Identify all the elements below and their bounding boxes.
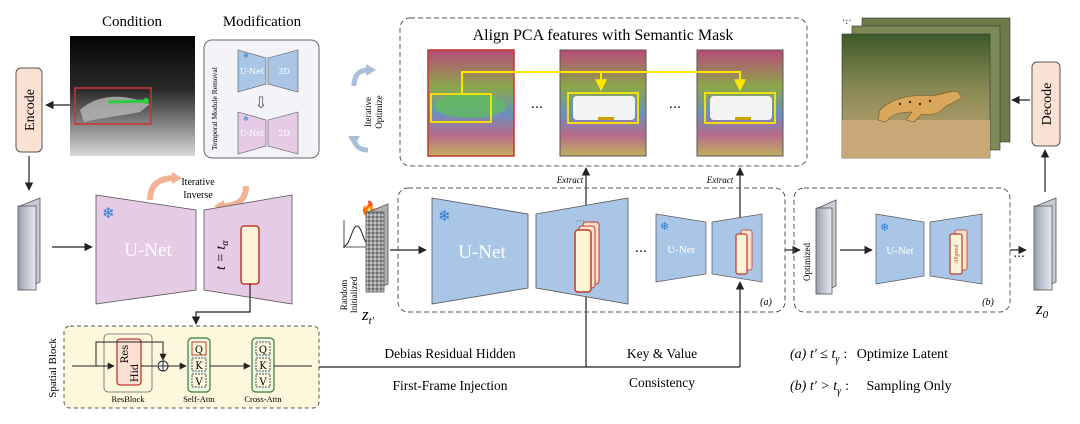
- random-label: Random: [339, 280, 349, 311]
- self-v-label: V: [194, 377, 203, 388]
- condition-latent: [17, 197, 41, 291]
- hidden-feature-slot: [240, 225, 260, 285]
- hid-label: Hid: [130, 363, 141, 382]
- temporal-module-removal-label: Temporal Module Removal: [210, 67, 219, 150]
- snowflake-icon: ❄: [660, 220, 669, 233]
- blue-unet-label: U-Net: [458, 242, 506, 263]
- optimized-label: Optimized: [802, 243, 812, 281]
- z0-label: z0: [1035, 299, 1049, 321]
- pink-unet: ❄ U-Net t = tα: [95, 194, 293, 305]
- cross-v-label: V: [258, 377, 267, 388]
- iterative-optimize-label-2: Optimize: [374, 95, 384, 129]
- iterative-optimize-indicator: Iterative Optimize: [348, 64, 384, 153]
- resblock-label: ResBlock: [111, 394, 145, 404]
- down-arrow-icon: ⇩: [254, 93, 267, 112]
- legend-b: (b) t′ > tγ: Sampling Only: [790, 379, 952, 397]
- iterative-inverse-indicator: Iterative Inverse: [147, 172, 249, 212]
- cross-attn-label: Cross-Attn: [244, 394, 282, 404]
- aligned-label: Aligned: [954, 244, 960, 265]
- mid-dots: ...: [635, 241, 647, 256]
- snowflake-icon: ❄: [880, 221, 889, 234]
- spatial-block-label: Spatial Block: [47, 338, 59, 398]
- align-title: Align PCA features with Semantic Mask: [473, 27, 734, 44]
- legend-a: (a) t′ ≤ tγ: Optimize Latent: [790, 347, 948, 365]
- small-unet-label-b: U-Net: [886, 245, 914, 257]
- iterative-label: Iterative: [181, 177, 215, 188]
- mod-unet-label-top: U-Net: [240, 67, 265, 76]
- decode-box: Decode: [1031, 61, 1061, 147]
- res-label: Res: [120, 345, 131, 364]
- pca-dots-2: ...: [669, 97, 681, 112]
- b-label: (b): [982, 297, 994, 308]
- resblock-outline: [103, 333, 153, 393]
- snowflake-icon: ❄: [438, 207, 451, 225]
- snowflake-icon: ❄: [243, 52, 249, 60]
- decode-label: Decode: [1040, 83, 1055, 126]
- feature-to-block-arrow: [191, 284, 251, 325]
- random-latent: 🔥 Random Initialized zt′: [339, 200, 389, 327]
- condition-title: Condition: [102, 14, 163, 30]
- extracted-feature-stack-2: [735, 233, 748, 275]
- cross-k-label: K: [259, 361, 267, 372]
- mod-2d-label: 2D: [278, 129, 290, 138]
- iterative-optimize-label-1: Iterative: [363, 97, 373, 127]
- z-t-prime-label: zt′: [361, 305, 375, 327]
- small-unet-label-a: U-Net: [667, 244, 695, 256]
- stack-dots-1: ···: [576, 217, 585, 227]
- final-dots: ...: [1013, 246, 1024, 260]
- extracted-feature-stack-1: [574, 229, 592, 293]
- extract-label-1: Extract: [556, 175, 584, 185]
- pink-unet-label: U-Net: [124, 240, 172, 261]
- sampling-box-a: ❄ U-Net ··· ... ❄ U-Net (a): [397, 187, 786, 313]
- aligned-feature: [949, 233, 963, 275]
- key-value-label: Key & Value: [627, 346, 697, 361]
- extract-label-2: Extract: [706, 175, 734, 185]
- mod-3d-label: 3D: [278, 67, 290, 76]
- condition-image: [70, 36, 195, 156]
- z0-latent: z0: [1033, 197, 1057, 321]
- snowflake-icon: ❄: [102, 204, 115, 222]
- encode-label: Encode: [23, 89, 38, 131]
- pca-alignment-panel: Align PCA features with Semantic Mask ..…: [399, 17, 808, 167]
- frames-dots: ·:·: [842, 16, 852, 27]
- initialized-label: Initialized: [349, 276, 359, 313]
- mod-unet-label-bottom: U-Net: [240, 129, 265, 138]
- cheetah-shape: [877, 91, 963, 123]
- inverse-label: Inverse: [183, 190, 213, 201]
- res-hid-box: [116, 338, 142, 386]
- self-q-label: Q: [195, 345, 203, 356]
- snowflake-icon: ❄: [243, 115, 249, 123]
- modification-panel: Temporal Module Removal U-Net 3D ❄ ⇩ U-N…: [203, 39, 320, 159]
- a-label: (a): [760, 297, 772, 308]
- modification-title: Modification: [223, 14, 302, 30]
- cross-q-label: Q: [259, 345, 267, 356]
- self-attn-label: Self-Attn: [183, 394, 215, 404]
- pca-dots-1: ...: [531, 97, 543, 112]
- t-alpha-label: t = tα: [214, 240, 231, 270]
- spatial-block: Spatial Block Res Hid ResBlock Q K V Sel…: [47, 325, 320, 409]
- condition-legend: (a) t′ ≤ tγ: Optimize Latent (b) t′ > tγ…: [790, 347, 952, 397]
- first-frame-label: First-Frame Injection: [392, 378, 507, 393]
- consistency-label: Consistency: [629, 375, 695, 390]
- sampling-box-b: Optimized ❄ U-Net Aligned (b): [793, 187, 1011, 313]
- encode-box: Encode: [15, 67, 43, 153]
- debias-label: Debias Residual Hidden: [384, 346, 515, 361]
- output-video-frames: ·:·: [841, 16, 1011, 159]
- self-k-label: K: [195, 361, 203, 372]
